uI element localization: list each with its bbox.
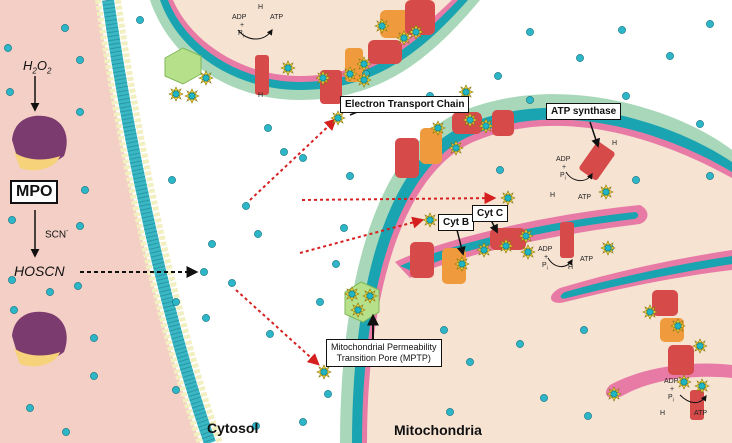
atp-synthase-upper xyxy=(255,55,269,95)
plus-3: + xyxy=(670,386,675,393)
atp-3: ATP xyxy=(694,410,708,417)
arrow-to-etc xyxy=(249,118,337,201)
h-1: H xyxy=(550,192,556,199)
adp-1: ADP xyxy=(556,156,571,163)
mpo-label: MPO xyxy=(10,180,59,204)
pi-1: Pi xyxy=(560,172,566,182)
pi-upper: Pi xyxy=(238,30,244,40)
mitochondria-label: Mitochondria xyxy=(394,422,482,438)
atp-synthase-right xyxy=(690,390,704,420)
cyt-c-complex xyxy=(490,228,526,250)
cyt-b-pointer xyxy=(456,229,466,256)
plus-1: + xyxy=(562,164,567,171)
adp-3: ADP xyxy=(664,378,679,385)
mpo-enzyme-bottom xyxy=(12,311,67,367)
mpo-enzyme-top xyxy=(12,115,67,171)
etc-complex-right-1 xyxy=(652,290,678,316)
etc-complex-1 xyxy=(395,138,419,178)
atp-upper: ATP xyxy=(270,14,284,21)
cyt-b-label: Cyt B xyxy=(438,214,475,231)
plasma-membrane xyxy=(95,0,223,443)
etc-label: Electron Transport Chain xyxy=(340,96,470,113)
atp-synthase-complex xyxy=(579,141,615,181)
h-upper-top: H xyxy=(258,4,264,11)
h2o2-label: H2O2 xyxy=(23,58,52,76)
hoscn-molecules xyxy=(4,16,714,436)
atp-1: ATP xyxy=(578,194,592,201)
adp-upper: ADP xyxy=(232,14,247,21)
cyt-c-label: Cyt C xyxy=(472,205,509,222)
atp-2: ATP xyxy=(580,256,594,263)
upper-mitochondrion xyxy=(150,0,480,104)
etc-complex-right-2 xyxy=(660,318,684,342)
h-upper-bottom: H xyxy=(258,92,264,99)
atp-reaction-arrows xyxy=(237,29,707,404)
etc-complex-upper-3 xyxy=(368,40,402,64)
lower-mitochondrion xyxy=(340,94,732,443)
mptp-upper xyxy=(164,47,202,85)
etc-complex-4 xyxy=(492,110,514,136)
cytosol-label: Cytosol xyxy=(207,420,259,436)
plus-2: + xyxy=(544,254,549,261)
atp-synthase-pointer xyxy=(589,121,600,148)
etc-complex-upper-4 xyxy=(380,10,410,38)
h-1-top: H xyxy=(612,140,618,147)
adp-2: ADP xyxy=(538,246,553,253)
h-2: H xyxy=(568,264,574,271)
atp-synthase-inner xyxy=(560,222,574,258)
hoscn-label: HOSCN xyxy=(14,263,65,279)
atp-synthase-label: ATP synthase xyxy=(546,103,622,120)
arrow-to-mptp xyxy=(235,289,320,366)
etc-complex-right-3 xyxy=(668,345,694,375)
pi-3: Pi xyxy=(668,394,674,404)
red-arrows xyxy=(235,118,497,366)
plus-upper: + xyxy=(240,22,245,29)
h-3: H xyxy=(660,410,666,417)
pi-2: Pi xyxy=(542,262,548,272)
arrow-to-ims xyxy=(301,192,497,205)
etc-complex-2 xyxy=(420,128,442,164)
cyt-c-pointer xyxy=(489,219,498,234)
etc-complex-upper-5 xyxy=(405,0,435,35)
cyt-b-complex-2 xyxy=(442,248,466,284)
scn-label: SCN- xyxy=(45,228,69,241)
cyt-b-complex xyxy=(410,242,434,278)
